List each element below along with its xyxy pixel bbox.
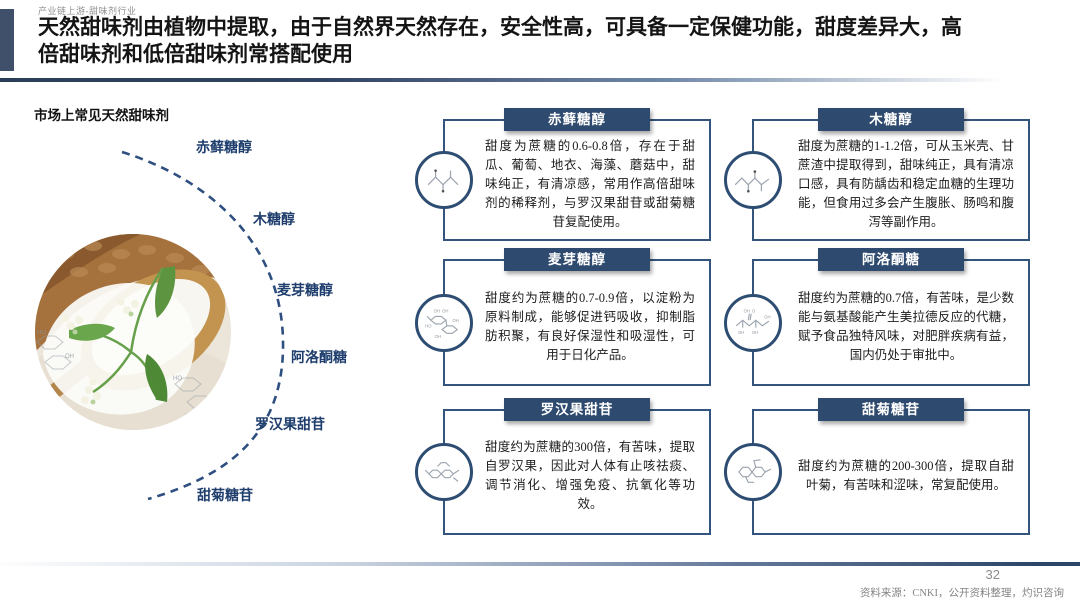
card-header: 赤藓糖醇 [504,108,650,131]
erythritol-molecule-icon [415,151,473,209]
card-xylitol: 木糖醇 甜度为蔗糖的1-1.2倍，可从玉米壳、甘蔗渣中提取得到，甜味纯正，具有清… [724,108,1030,241]
card-header: 阿洛酮糖 [818,248,964,271]
card-body: 甜度为蔗糖的1-1.2倍，可从玉米壳、甘蔗渣中提取得到，甜味纯正，具有清凉口感，… [798,138,1014,229]
arc-label-steviol: 甜菊糖苷 [197,489,253,504]
footer-divider-rule [0,562,1080,566]
section-heading: 市场上常见天然甜味剂 [34,108,169,123]
arc-label-xylitol: 木糖醇 [253,213,295,228]
svg-text:OH: OH [764,314,770,319]
card-body: 甜度约为蔗糖的300倍，有苦味，提取自罗汉果，因此对人体有止咳祛痰、调节消化、增… [485,440,695,511]
steviol-molecule-icon [724,443,782,501]
card-header: 甜菊糖苷 [818,398,964,421]
title-accent-bar [0,9,14,71]
eyebrow-text: 产业链上游-甜味剂行业 [38,6,137,16]
svg-text:HO: HO [425,323,432,328]
svg-text:O: O [752,309,756,314]
svg-text:OH: OH [738,330,744,335]
stevia-photo: HO OH HO HO- [35,234,231,430]
page-title: 天然甜味剂由植物中提取，由于自然界天然存在，安全性高，可具备一定保健功能，甜度差… [38,15,962,66]
arc-label-allulose: 阿洛酮糖 [291,351,347,366]
card-body: 甜度约为蔗糖的200-300倍，提取自甜叶菊，有苦味和涩味，常复配使用。 [798,459,1014,492]
card-header: 木糖醇 [818,108,964,131]
svg-text:HO: HO [173,376,182,382]
source-note: 资料来源：CNKI，公开资料整理，灼识咨询 [859,588,1064,599]
card-body: 甜度约为蔗糖的0.7倍，有苦味，是少数能与氨基酸能产生美拉德反应的代糖，赋予食品… [798,290,1014,362]
arc-label-erythritol: 赤藓糖醇 [196,141,252,156]
title-divider-rule [0,78,1080,82]
arc-label-mogroside: 罗汉果甜苷 [255,418,325,433]
svg-text:OH: OH [442,308,448,313]
xylitol-molecule-icon [724,151,782,209]
card-header: 罗汉果甜苷 [504,398,650,421]
svg-text:OH: OH [65,354,74,360]
svg-text:OH: OH [435,334,441,339]
card-mogroside: 罗汉果甜苷 甜度约为蔗糖的300倍，有苦味，提取自罗汉果，因此对人体有止咳祛痰、… [415,398,711,535]
card-erythritol: 赤藓糖醇 甜度为蔗糖的0.6-0.8倍，存在于甜瓜、葡萄、地衣、海藻、蘑菇中，甜… [415,108,711,241]
page-number: 32 [985,567,1000,582]
card-body: 甜度为蔗糖的0.6-0.8倍，存在于甜瓜、葡萄、地衣、海藻、蘑菇中，甜味纯正，有… [485,138,695,229]
svg-text:HO: HO [37,330,46,336]
svg-text:HO-: HO- [185,414,196,420]
card-steviol: 甜菊糖苷 甜度约为蔗糖的200-300倍，提取自甜叶菊，有苦味和涩味，常复配使用… [724,398,1030,535]
svg-text:OH: OH [434,308,440,313]
svg-text:OH: OH [452,318,458,323]
card-body: 甜度约为蔗糖的0.7-0.9倍，以淀粉为原料制成，能够促进钙吸收，抑制脂肪积聚，… [485,290,695,362]
svg-text:OH: OH [744,309,750,314]
arc-label-maltitol: 麦芽糖醇 [277,284,333,299]
svg-text:OH: OH [752,330,758,335]
mogroside-molecule-icon [415,443,473,501]
card-header: 麦芽糖醇 [504,248,650,271]
